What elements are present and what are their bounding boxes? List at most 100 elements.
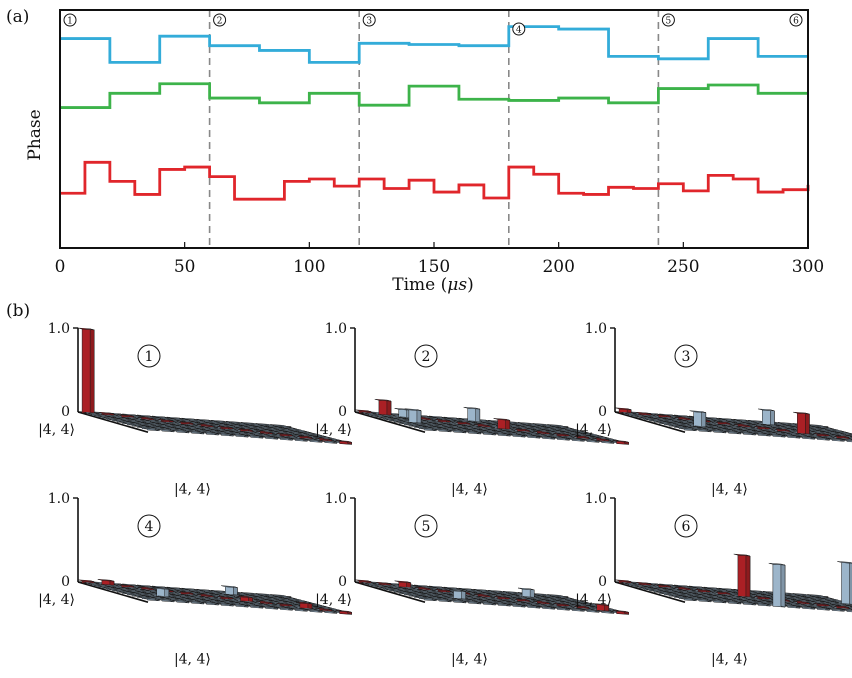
bar-6-2-13 (709, 599, 727, 604)
bar-top (582, 609, 600, 612)
bar-top (295, 601, 313, 605)
bar-top (567, 607, 585, 611)
bar-4-0-13 (142, 597, 160, 602)
bar-3-9-9 (793, 411, 810, 436)
bar-5-7-13 (523, 604, 541, 609)
row-label-3: |4, 4⟩ (575, 422, 612, 438)
bar-1-12-13 (320, 440, 338, 444)
bar-2-13-13 (612, 440, 629, 445)
bar-top (572, 605, 590, 608)
bar-side (780, 563, 786, 608)
bar-top (567, 437, 585, 441)
panel-circle-5 (414, 514, 438, 538)
bar-6-4-13 (739, 601, 756, 606)
bar-2-12-13 (597, 440, 615, 444)
panel-circle-4 (137, 514, 161, 538)
bar-top (798, 435, 815, 439)
x-tick-label-2: 100 (293, 257, 325, 277)
bar-top (679, 427, 697, 430)
bar-3-9-13 (813, 436, 830, 441)
bar-top (523, 604, 540, 608)
bar-top (837, 604, 852, 608)
bar-3-11-13 (842, 439, 852, 443)
bar-top (493, 432, 511, 436)
bar-top (753, 596, 770, 599)
bar-top (513, 428, 530, 431)
bar-4-6-13 (231, 603, 249, 608)
bar-top (517, 587, 535, 591)
bar-1-10-13 (290, 437, 308, 442)
bar-top (315, 607, 332, 611)
panel-4: 1.00|4, 4⟩|4, 4⟩4 (38, 491, 352, 667)
bar-top (256, 600, 273, 604)
bar-top (614, 579, 632, 582)
bar-2-2-13 (449, 429, 467, 434)
marker-label-3: 3 (366, 17, 372, 27)
bar-2-10-13 (567, 437, 585, 442)
bar-top (832, 435, 850, 438)
z-max-label-6: 1.0 (585, 491, 607, 507)
bar-top (187, 600, 204, 604)
panel-circle-2 (414, 344, 438, 368)
bar-top (137, 416, 154, 420)
bar-top (592, 603, 609, 606)
bar-top (137, 586, 154, 590)
bar-top (508, 603, 526, 607)
panel-1: 1.00|4, 4⟩|4, 4⟩1 (38, 321, 352, 497)
bar-2-9-13 (553, 436, 570, 441)
bar-top (449, 429, 466, 432)
bar-top (597, 440, 614, 443)
bar-top (837, 434, 852, 438)
bar-top (449, 599, 466, 602)
bar-top (709, 599, 726, 602)
bar-top (493, 596, 510, 599)
bar-top (172, 599, 189, 602)
bar-top (196, 593, 214, 597)
x-tick-label-5: 250 (667, 257, 699, 277)
bar-top (315, 437, 332, 441)
bar-side (475, 407, 481, 423)
bar-top (117, 414, 134, 417)
bar-5-3-10 (449, 589, 466, 601)
bar-top (798, 605, 815, 609)
x-tick-label-6: 300 (792, 257, 824, 277)
bar-top (473, 593, 491, 597)
bar-6-0-13 (679, 597, 697, 602)
panel-number-1: 1 (145, 349, 154, 365)
row-label-5: |4, 4⟩ (315, 592, 352, 608)
bar-top (290, 437, 308, 441)
bar-top (236, 595, 253, 598)
row-label-1: |4, 4⟩ (38, 422, 75, 438)
y-axis-label: Phase (25, 109, 45, 160)
x-tick-label-0: 0 (55, 257, 66, 277)
bar-top (404, 408, 422, 411)
bar-top (320, 610, 337, 613)
marker-label-1: 1 (67, 17, 73, 27)
bar-top (434, 418, 451, 422)
bar-1-0-0 (77, 327, 95, 415)
bar-5-0-13 (419, 597, 437, 602)
bar-6-3-13 (724, 600, 741, 605)
panel-number-2: 2 (422, 349, 431, 365)
bar-top (231, 433, 249, 437)
bar-top (533, 600, 550, 604)
panel-3: 1.00|4, 4⟩|4, 4⟩3 (575, 321, 852, 497)
bar-top (538, 435, 555, 439)
panel-2: 1.00|4, 4⟩|4, 4⟩2 (315, 321, 629, 497)
bar-top (634, 411, 652, 415)
bar-6-11-13 (842, 609, 852, 613)
bar-top (157, 598, 175, 601)
x-axis-label: Time (μs) (392, 275, 473, 295)
bar-top (733, 553, 751, 557)
bar-3-4-13 (739, 431, 756, 436)
bar-4-7-13 (246, 604, 264, 609)
bar-2-6-13 (508, 433, 526, 438)
bar-top (276, 606, 293, 610)
bar-3-2-13 (709, 429, 727, 434)
bar-1-4-13 (202, 431, 219, 436)
bar-4-8-13 (261, 605, 278, 610)
bar-top (202, 431, 219, 435)
density-matrix-panels: 1.00|4, 4⟩|4, 4⟩11.00|4, 4⟩|4, 4⟩21.00|4… (38, 321, 852, 667)
bar-top (434, 588, 451, 592)
y-axis-2 (354, 411, 426, 433)
